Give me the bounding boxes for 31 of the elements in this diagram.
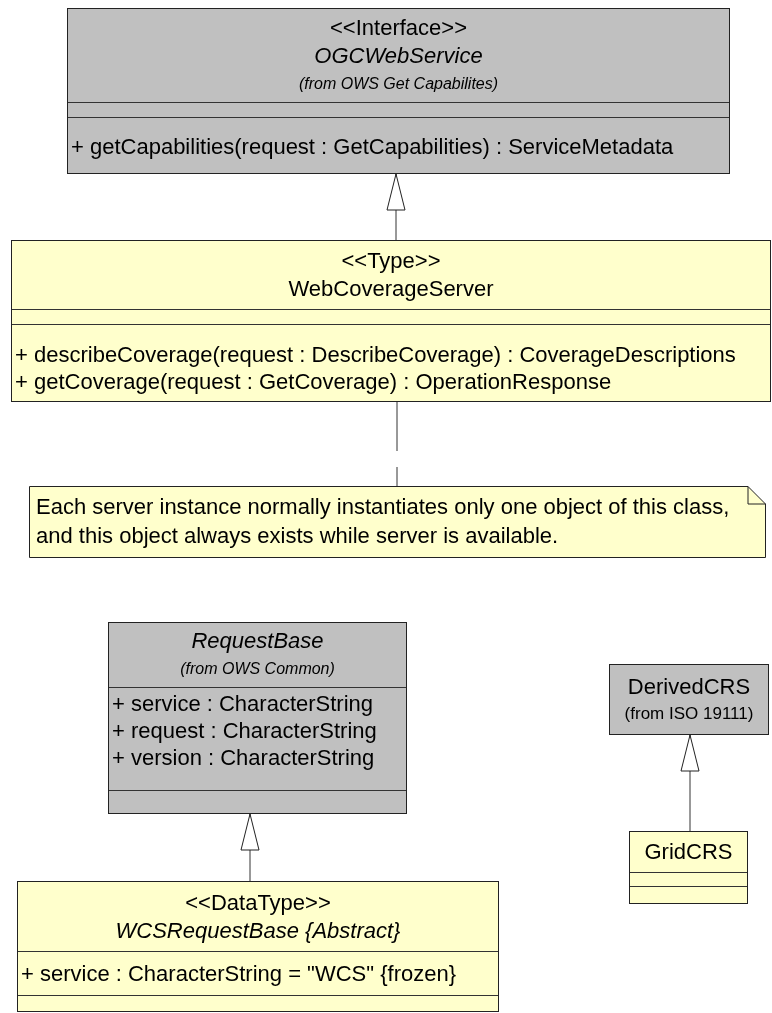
note-text: Each server instance normally instantiates only one object of this class, and this object always exists while server is available. [36,493,731,550]
note-box [29,486,766,558]
package-label: (from ISO 19111) [624,702,754,725]
note-anchor-line [396,401,398,487]
attribute-text: + version : CharacterString [112,744,375,771]
class-name: GridCRS [644,838,733,866]
attribute-text: + service : CharacterString [112,690,374,717]
class-name: OGCWebService [314,41,483,70]
stereotype-label: <<Type>> [341,247,441,275]
class-box [108,622,407,814]
class-name: WebCoverageServer [288,275,494,303]
class-box [11,240,771,402]
generalization-arrow [386,173,406,241]
attribute-text: + request : CharacterString [112,717,377,744]
stereotype-label: <<DataType>> [185,888,331,917]
class-name: RequestBase [191,627,324,655]
generalization-arrow [680,734,700,832]
generalization-arrow [240,813,260,882]
package-label: (from OWS Get Capabilites) [298,73,499,94]
stereotype-label: <<Interface>> [330,13,467,42]
operation-text: + getCoverage(request : GetCoverage) : OperationResponse [15,368,612,395]
class-name: WCSRequestBase {Abstract} [115,916,401,945]
operation-text: + getCapabilities(request : GetCapabilities) : ServiceMetadata [71,133,674,160]
class-box [609,664,769,735]
class-box [629,831,748,904]
class-box [67,8,730,174]
class-box [17,881,499,1012]
class-name: DerivedCRS [627,672,751,701]
attribute-text: + service : CharacterString = "WCS" {frozen} [21,960,456,987]
package-label: (from OWS Common) [180,659,335,679]
operation-text: + describeCoverage(request : DescribeCoverage) : CoverageDescriptions [15,341,736,368]
